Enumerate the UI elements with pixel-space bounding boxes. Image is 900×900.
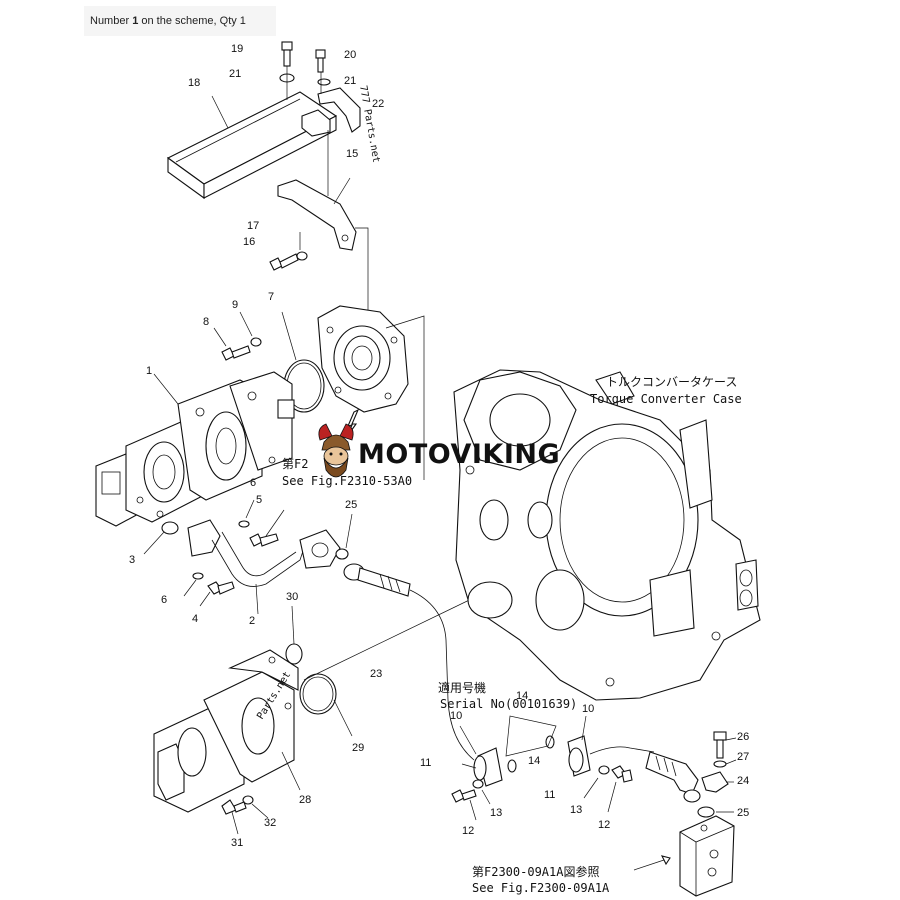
callout-number: 12 [598,819,610,831]
leader-lines-top [211,66,369,318]
logo-wordmark: MOTOVIKING [358,439,560,470]
callout-number: 14 [516,690,528,702]
callout-number: 17 [247,220,259,232]
callout-number: 11 [420,757,431,769]
callout-number: 12 [462,825,474,837]
bolts-9-8 [213,311,262,361]
callout-number: 23 [370,668,382,680]
callout-number: 11 [544,789,555,801]
caption-torque-en: Torque Converter Case [590,392,742,406]
o-rings-30-29 [285,589,491,737]
callout-number: 18 [188,77,200,89]
callout-number: 32 [264,817,276,829]
callout-number: 14 [528,755,540,767]
callout-number: 15 [346,148,358,160]
callout-number: 29 [352,742,364,754]
torque-converter-case [453,369,761,701]
caption-see-top-jp: 第F2 [282,457,308,471]
pump-adapter-flange [317,305,425,480]
caption-torque-jp: トルクコンバータケース [606,375,737,389]
callout-number: 6 [250,477,256,489]
callout-number: 6 [161,594,167,606]
callout-number: 13 [570,804,582,816]
callout-number: 7 [268,291,274,303]
fittings-right [697,731,737,818]
callout-number: 2 [249,615,255,627]
viking-mascot-icon [318,423,354,478]
callout-number: 10 [582,703,594,715]
callout-number: 3 [129,554,135,566]
callout-number: 25 [737,807,749,819]
bracket-15 [277,179,357,251]
callout-number: 16 [243,236,255,248]
hydraulic-pump-lower [153,649,301,835]
cover-plate-18 [166,91,338,200]
callout-number: 28 [299,794,311,806]
o-ring-7 [281,311,325,413]
callout-number: 10 [450,710,462,722]
callout-number: 26 [737,731,749,743]
callout-number: 4 [192,613,198,625]
caption-see-top-en: See Fig.F2310-53A0 [282,474,412,488]
callout-number: 22 [372,98,384,110]
watermark-parts-net-1: 777 Parts.net [357,85,381,164]
bracket-22 [301,87,361,137]
scheme-caption-number: 1 [132,15,139,27]
callout-number: 30 [286,591,298,603]
callout-number: 21 [229,68,241,80]
caption-serial-en: Serial No(00101639) [440,697,577,711]
scheme-caption: Number 1 on the scheme, Qty 1 [84,6,276,36]
callout-number: 13 [490,807,502,819]
callout-number: 8 [203,316,209,328]
hydraulic-pump-1 [95,371,295,527]
callout-number: 24 [737,775,749,787]
callout-number: 25 [345,499,357,511]
callout-number: 21 [344,75,356,87]
caption-see-bottom-en: See Fig.F2300-09A1A [472,881,610,895]
callout-number: 5 [256,494,262,506]
valve-block [633,815,735,897]
seal-3 [143,521,179,555]
callout-number: 20 [344,49,356,61]
motoviking-logo: MOTOVIKING [318,423,560,478]
callout-number: 1 [146,365,152,377]
pipe-2 [187,519,341,615]
bolts-bottom [451,765,633,821]
callout-number: 31 [231,837,243,849]
bolts-5-6-4 [183,499,285,607]
scheme-caption-prefix: Number [90,15,133,27]
scheme-caption-suffix: on the scheme, Qty 1 [138,15,246,27]
fittings-bottom [459,715,701,803]
fitting-25-and-tube-23 [335,513,475,761]
callout-number: 27 [737,751,749,763]
callout-number: 19 [231,43,243,55]
caption-see-bottom-jp: 第F2300-09A1A図参照 [472,864,599,879]
callout-number: 9 [232,299,238,311]
caption-serial-jp: 適用号機 [438,680,486,695]
